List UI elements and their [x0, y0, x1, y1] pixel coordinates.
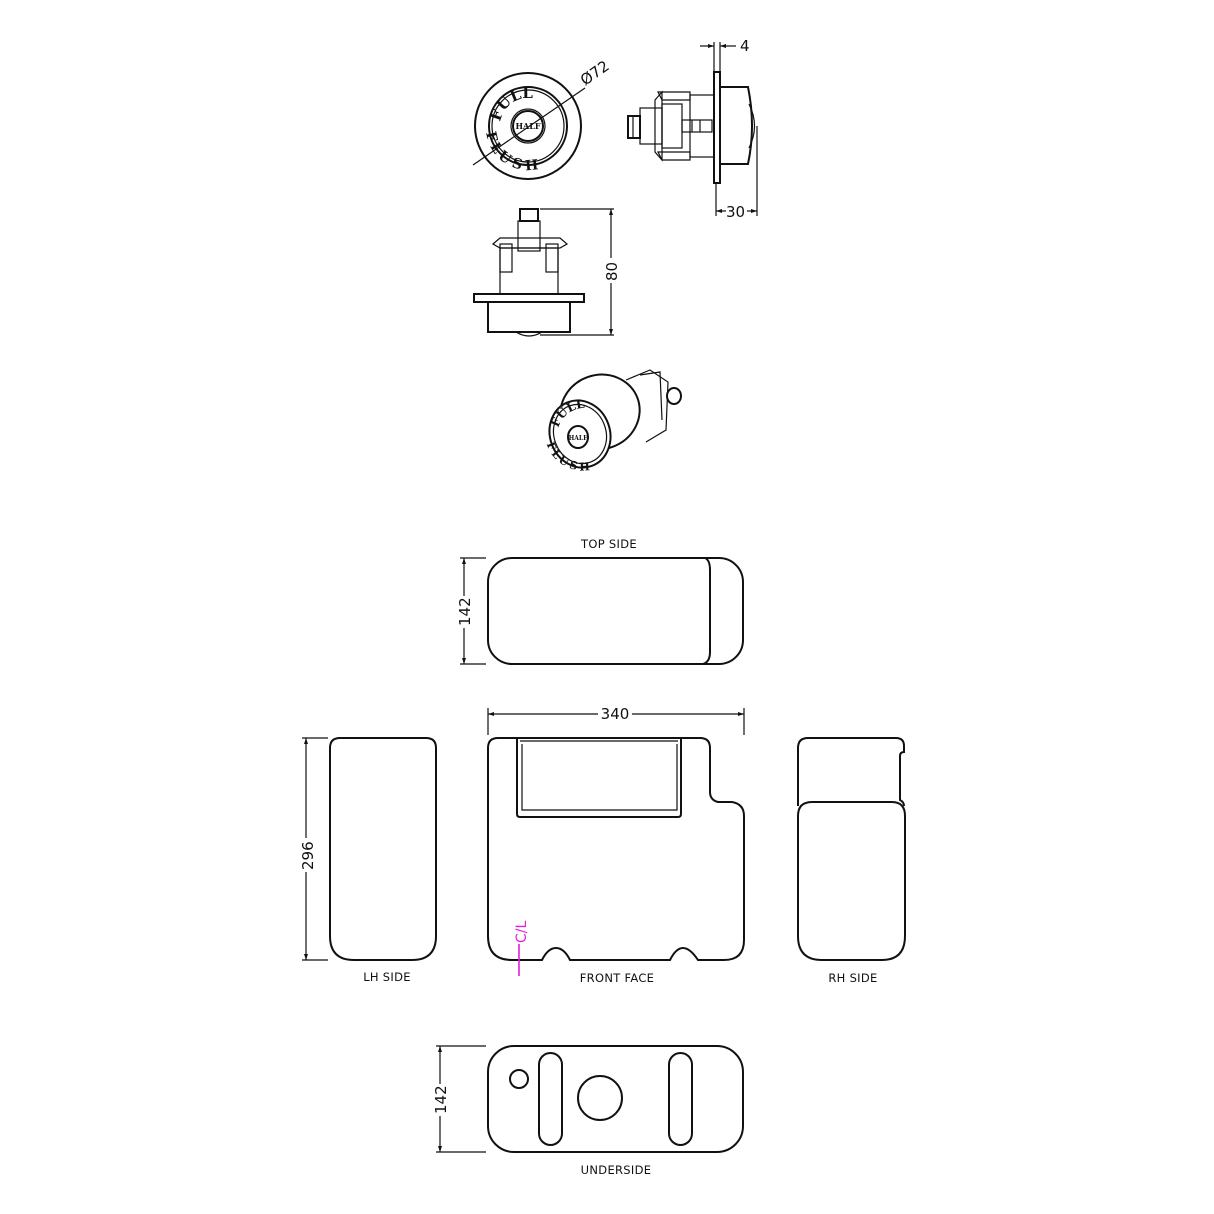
- top-side-view: TOP SIDE 142: [456, 537, 744, 665]
- front-face-view: 340 C/L FRONT FACE: [487, 705, 745, 985]
- button-side-view: 4 30: [627, 37, 758, 221]
- height-label: 80: [603, 262, 621, 281]
- top-side-title: TOP SIDE: [580, 537, 637, 551]
- under-depth-label: 142: [432, 1085, 450, 1114]
- flange-thickness-label: 4: [740, 37, 750, 55]
- button-top-view: 80: [473, 208, 621, 337]
- button-front-view: Ø72 FULL FLUSH HALF: [472, 57, 613, 180]
- button-text-flush: FLUSH: [482, 130, 539, 174]
- rh-side-title: RH SIDE: [828, 971, 877, 985]
- button-isometric-view: FULL FLUSH HALF: [544, 369, 682, 474]
- button-text-half: HALF: [515, 121, 540, 131]
- front-face-title: FRONT FACE: [580, 971, 654, 985]
- rh-side-view: RH SIDE: [797, 737, 906, 985]
- centerline-label: C/L: [514, 921, 530, 943]
- button-text-full: FULL: [487, 84, 534, 123]
- depth-label: 30: [726, 203, 745, 221]
- underside-title: UNDERSIDE: [581, 1163, 652, 1177]
- lh-height-label: 296: [299, 841, 317, 870]
- underside-view: 142 UNDERSIDE: [432, 1045, 744, 1177]
- lh-side-view: 296 LH SIDE: [299, 737, 437, 984]
- lh-side-title: LH SIDE: [363, 970, 411, 984]
- diameter-label: Ø72: [577, 57, 613, 89]
- iso-text-half: HALF: [569, 435, 589, 442]
- front-width-label: 340: [601, 705, 630, 723]
- top-depth-label: 142: [456, 597, 474, 626]
